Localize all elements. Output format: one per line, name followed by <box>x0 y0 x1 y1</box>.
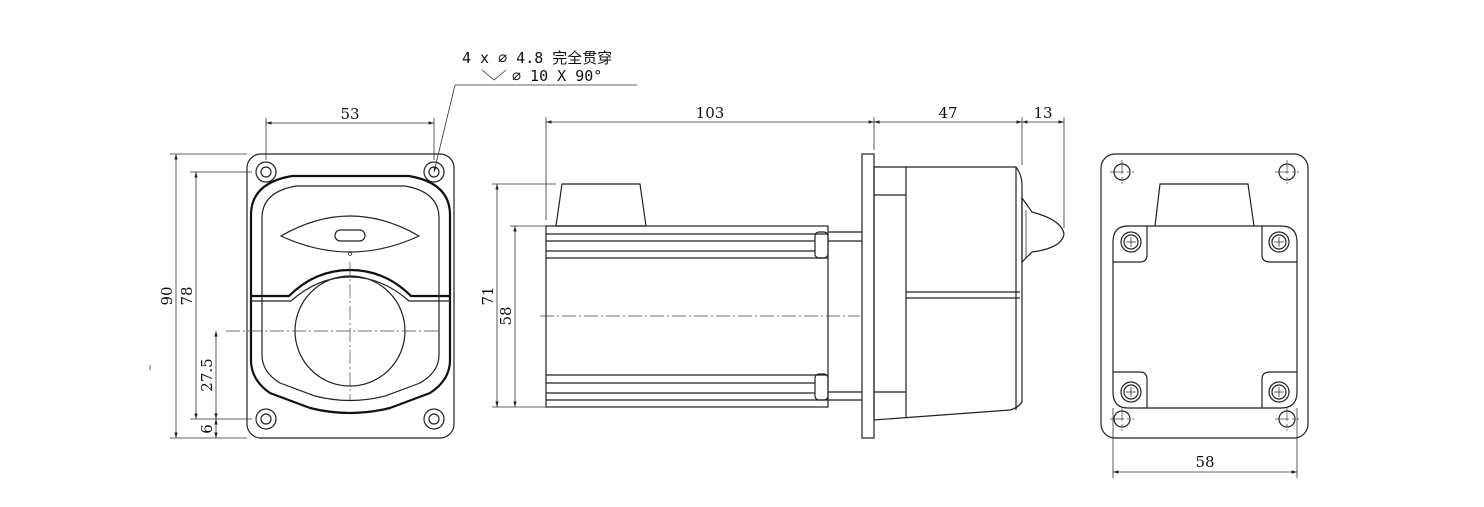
screw-bottom-left <box>1120 381 1142 403</box>
pump-head-outline <box>249 174 452 415</box>
dim-front-bottom-offset: 6 <box>198 424 216 434</box>
dim-front-center-height: 27.5 <box>198 358 216 391</box>
screw-bottom-right <box>1268 381 1290 403</box>
dim-side-height-body: 58 <box>497 306 515 325</box>
dim-front-width: 53 <box>340 105 359 123</box>
dim-side-tip-length: 13 <box>1033 104 1052 122</box>
front-dimensions: 53 90 78 27.5 6 <box>149 105 435 439</box>
side-dimensions: 103 47 13 71 58 <box>479 104 1065 408</box>
dim-front-height-inner: 78 <box>178 286 196 305</box>
rear-view <box>1100 153 1309 439</box>
dim-rear-width: 58 <box>1195 453 1214 471</box>
front-view <box>226 153 455 439</box>
note-hole-spec: 4 x ∅ 4.8 完全贯穿 <box>462 49 612 67</box>
dim-side-height-total: 71 <box>479 286 497 305</box>
mounting-hole-top-left <box>255 161 277 183</box>
dim-side-body-length: 103 <box>696 104 725 122</box>
flange <box>861 153 875 439</box>
pump-head-side <box>873 166 1023 421</box>
side-view <box>540 153 1065 439</box>
motor-body <box>545 225 829 408</box>
dim-front-height-total: 90 <box>158 286 176 305</box>
rear-cap <box>1154 183 1255 227</box>
hole-callout: 4 x ∅ 4.8 完全贯穿 ∅ 10 X 90° <box>433 49 637 173</box>
tip-knob <box>1021 196 1065 264</box>
rear-motor-face <box>1112 225 1298 409</box>
screw-top-left <box>1120 231 1142 253</box>
dim-side-head-length: 47 <box>938 104 957 122</box>
note-countersink-spec: ∅ 10 X 90° <box>512 67 602 85</box>
mounting-hole-bottom-right <box>423 408 445 430</box>
screw-top-right <box>1268 231 1290 253</box>
motor-cap <box>555 183 647 227</box>
mounting-hole-bottom-left <box>255 408 277 430</box>
pump-window <box>279 215 421 253</box>
rear-dimensions: 58 <box>1112 408 1298 478</box>
